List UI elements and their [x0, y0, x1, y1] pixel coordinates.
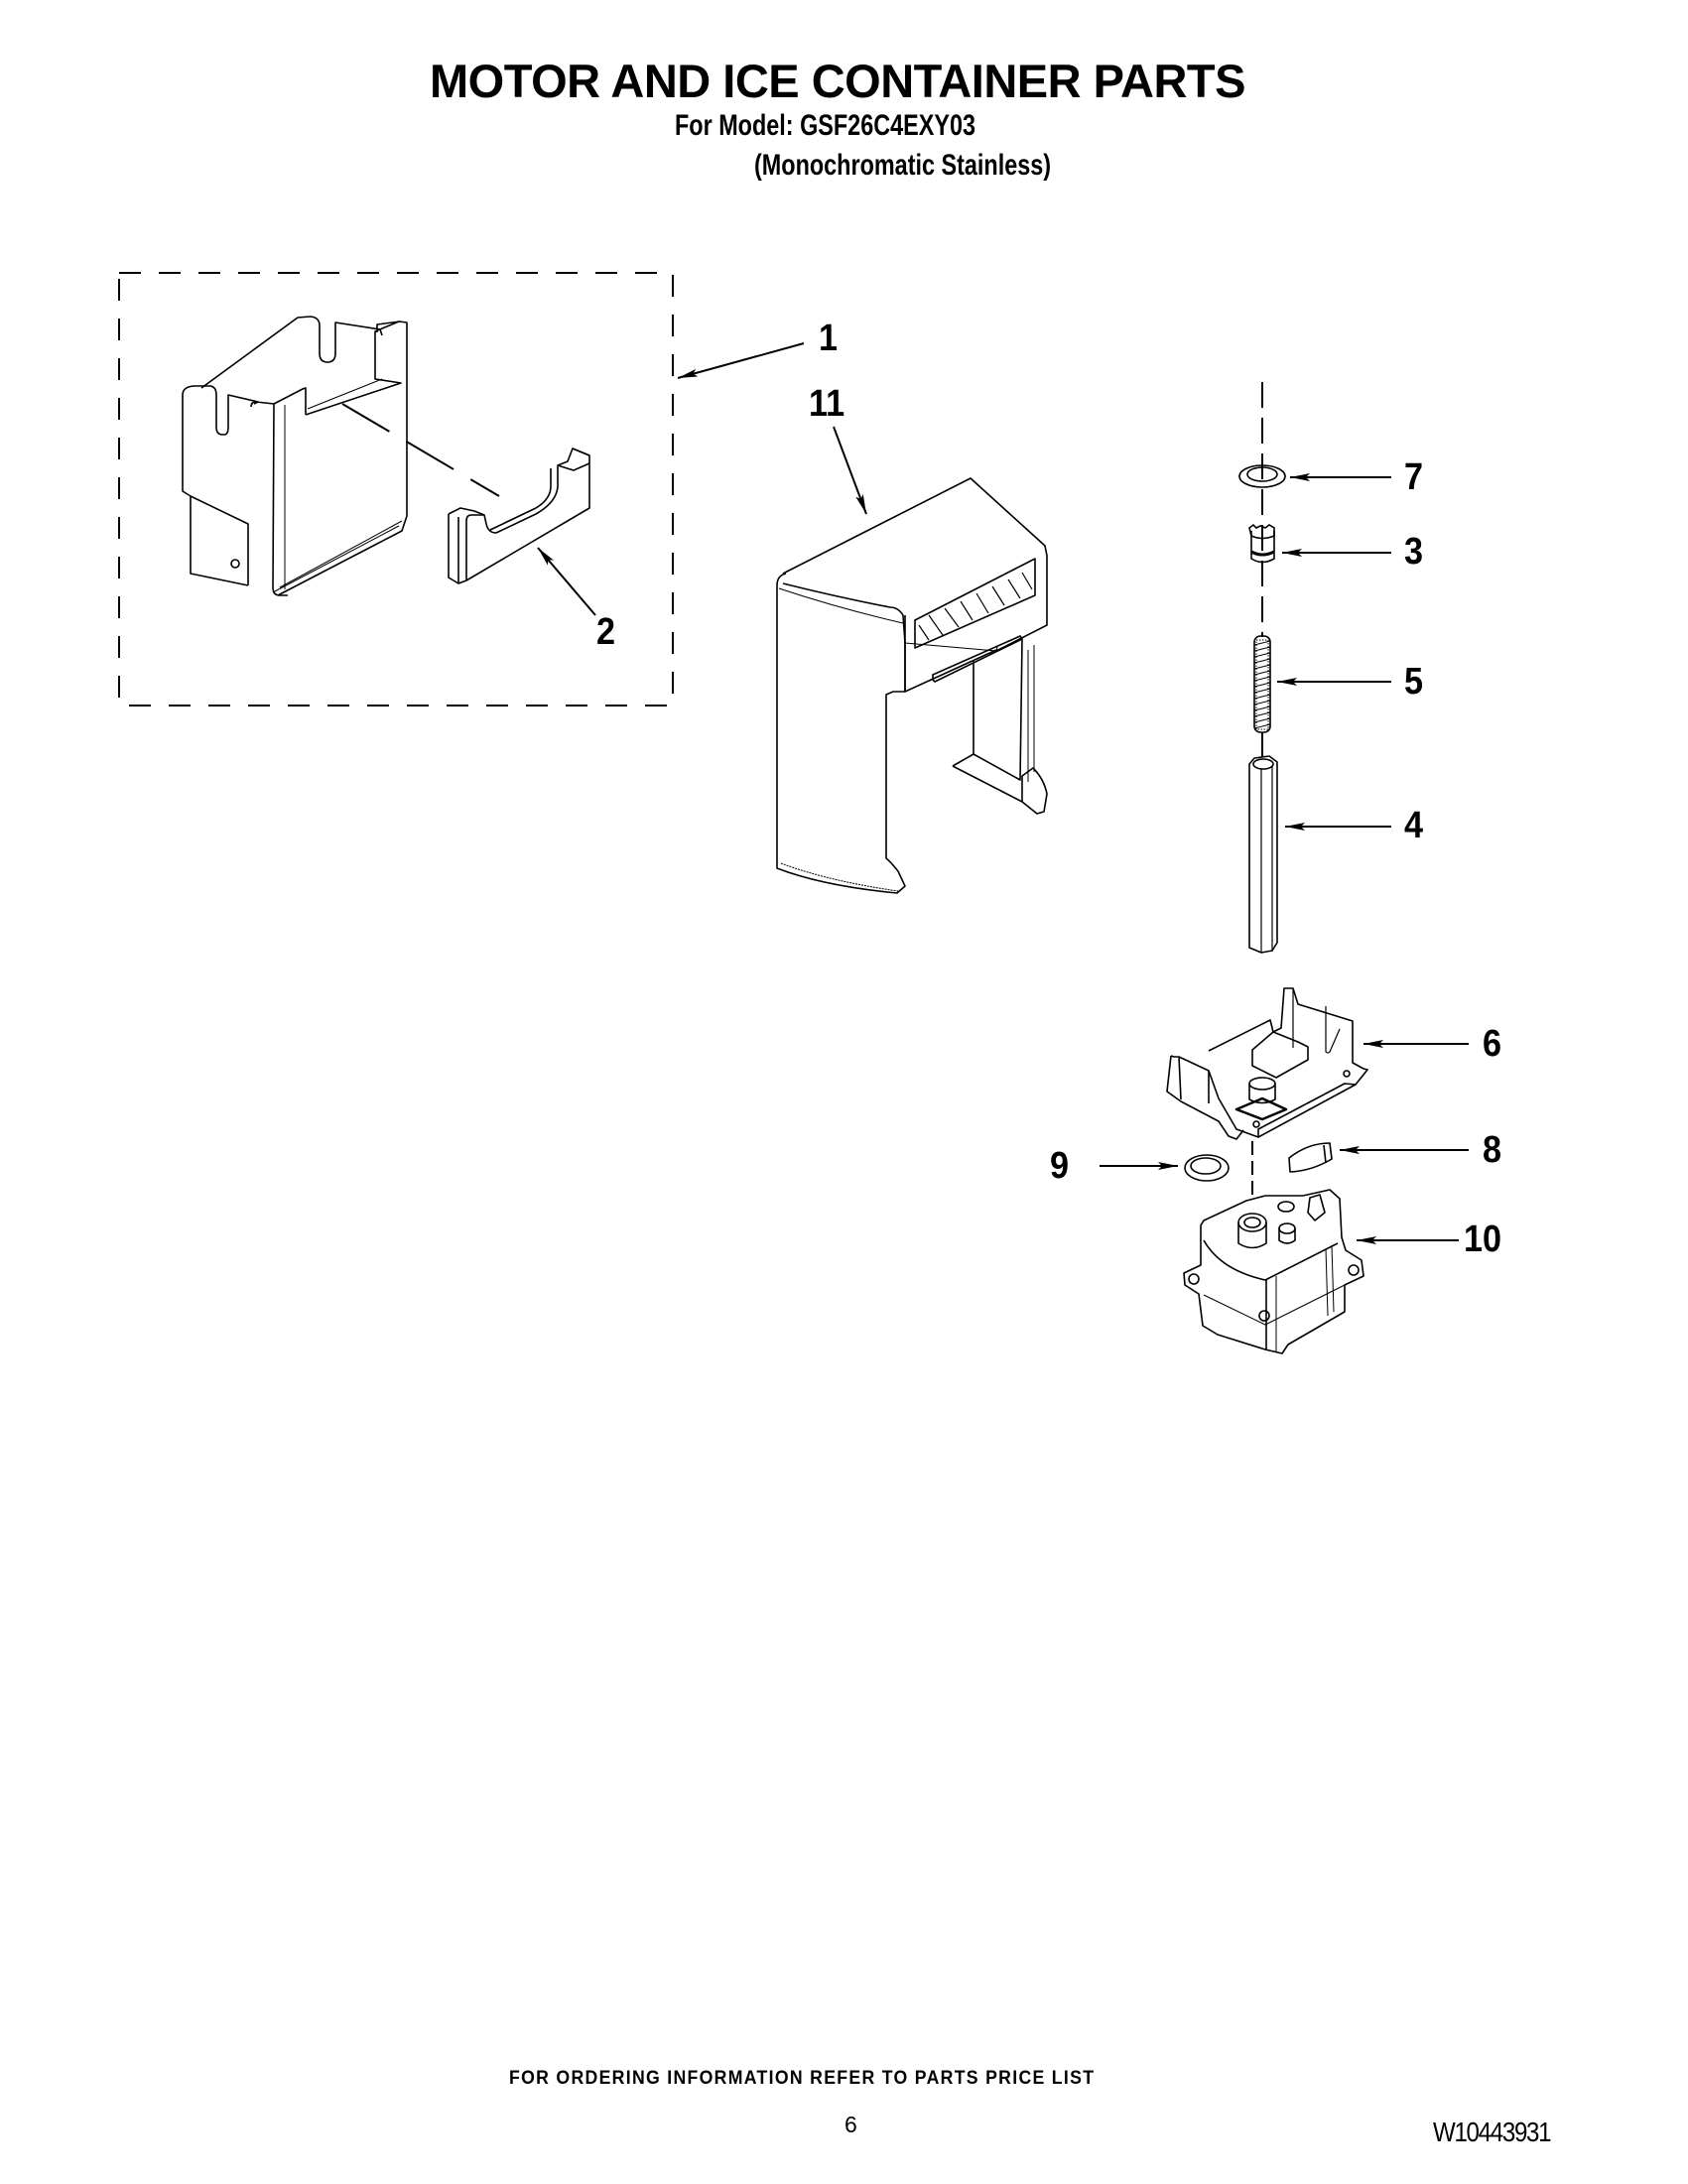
callout-label-10: 10: [1464, 1219, 1502, 1260]
auger-shaft-drawing: [1248, 755, 1278, 954]
motor-bracket-drawing: [1166, 987, 1368, 1140]
callout-label-4: 4: [1404, 805, 1424, 846]
callout-label-7: 7: [1404, 456, 1424, 498]
dispenser-shroud-drawing: [776, 477, 1048, 894]
model-number: For Model: GSF26C4EXY03: [675, 109, 975, 142]
auger-motor-drawing: [1183, 1189, 1364, 1354]
callout-11-arrow: [833, 426, 867, 515]
callout-label-8: 8: [1483, 1129, 1502, 1171]
page-title: MOTOR AND ICE CONTAINER PARTS: [430, 55, 1245, 107]
callout-label-5: 5: [1404, 661, 1424, 703]
assembly-centerline: [341, 403, 500, 497]
callout-label-2: 2: [596, 611, 616, 653]
coupler-drawing: [1248, 523, 1275, 564]
ordering-note: FOR ORDERING INFORMATION REFER TO PARTS …: [509, 2068, 1096, 2089]
callout-1-arrow: [677, 342, 805, 379]
callout-2-arrow: [537, 547, 596, 616]
document-number: W10443931: [1433, 2117, 1552, 2147]
assembly-group-box: [118, 272, 674, 707]
callout-label-11: 11: [809, 383, 845, 425]
callout-label-9: 9: [1050, 1145, 1070, 1187]
callout-label-1: 1: [819, 318, 839, 359]
washer-drawing: [1238, 464, 1286, 488]
grommet-drawing: [1184, 1154, 1230, 1182]
callout-label-6: 6: [1483, 1023, 1502, 1065]
insulator-pad-drawing: [1288, 1142, 1333, 1173]
ice-container-drawing: [182, 316, 408, 596]
callout-label-3: 3: [1404, 531, 1424, 573]
page-number: 6: [844, 2112, 857, 2137]
model-variant: (Monochromatic Stainless): [754, 149, 1052, 182]
front-bracket-drawing: [448, 448, 590, 584]
spring-drawing: [1253, 635, 1271, 733]
